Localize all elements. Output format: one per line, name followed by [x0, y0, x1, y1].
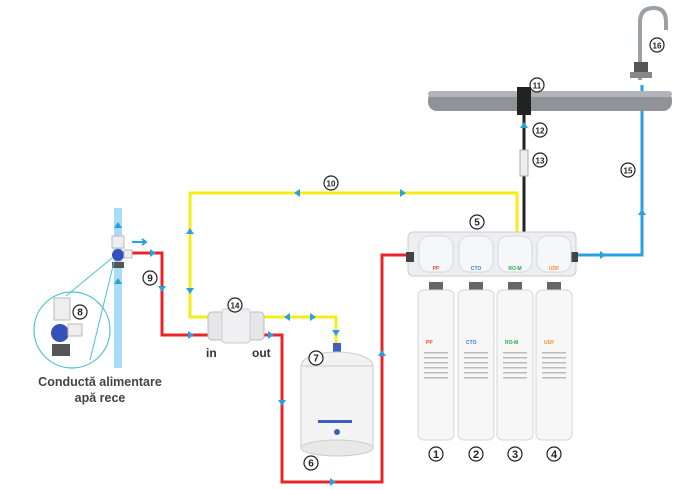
filter-number: 4: [546, 446, 562, 462]
storage-tank: [300, 343, 374, 457]
housing-label: RO-M: [508, 266, 521, 272]
svg-text:1: 1: [433, 449, 439, 461]
filter-cartridge: UDF UDF 4: [535, 235, 573, 462]
svg-text:15: 15: [624, 167, 633, 176]
flow-arrows: [150, 122, 646, 486]
housing-label: CTO: [471, 266, 482, 272]
drain-tube: [188, 191, 519, 319]
faucet-tube: [572, 85, 644, 257]
tank-tube: [262, 315, 338, 345]
callout-housing: 5: [469, 214, 485, 230]
auto-shutoff-valve: [207, 308, 265, 344]
callout-post-filter: 11: [529, 77, 545, 93]
housing-label: PP: [433, 266, 440, 272]
svg-text:13: 13: [536, 157, 545, 166]
callout-flow-restrictor: 13: [532, 152, 548, 168]
filter-number: 2: [468, 446, 484, 462]
svg-text:10: 10: [327, 180, 336, 189]
callout-tank: 6: [303, 455, 319, 471]
callout-faucet: 16: [649, 37, 665, 53]
filter-cartridge: CTO CTO 2: [457, 235, 495, 462]
feed-tube: [130, 251, 210, 337]
callout-feed-tube: 9: [142, 270, 158, 286]
svg-text:14: 14: [231, 302, 240, 311]
post-filter: [428, 87, 672, 115]
svg-text:4: 4: [551, 449, 558, 461]
flow-arrow-icon: [132, 238, 148, 246]
filter-cartridge: PP PP 1: [417, 235, 455, 462]
callout-feed-valve: 8: [72, 304, 88, 320]
svg-text:3: 3: [512, 449, 518, 461]
filter-cartridge: RO-M RO-M 3: [496, 235, 534, 462]
in-label: in: [206, 346, 217, 360]
svg-text:6: 6: [308, 459, 314, 470]
cartridge-label: CTO: [466, 340, 477, 346]
cartridge-label: PP: [426, 340, 433, 346]
cartridge-label: UDF: [544, 340, 554, 346]
out-label: out: [252, 346, 271, 360]
cold-water-pipe: [114, 208, 122, 368]
svg-text:11: 11: [533, 82, 542, 91]
valve-detail-circle: [33, 291, 111, 369]
svg-text:16: 16: [653, 42, 662, 51]
callout-check-valve: 12: [532, 122, 548, 138]
svg-text:12: 12: [536, 127, 545, 136]
caption-line-2: apă rece: [75, 391, 126, 405]
svg-text:7: 7: [313, 354, 319, 365]
feed-valve: [111, 235, 133, 268]
faucet: [630, 5, 668, 80]
housing-label: UDF: [549, 266, 559, 272]
caption-line-1: Conductă alimentare: [38, 375, 162, 389]
flow-restrictor: [519, 149, 529, 177]
svg-text:9: 9: [147, 274, 153, 285]
callout-drain-tube: 10: [323, 175, 339, 191]
cartridge-label: RO-M: [505, 340, 518, 346]
svg-text:2: 2: [473, 449, 479, 461]
callout-faucet-tube: 15: [620, 162, 636, 178]
filter-number: 1: [428, 446, 444, 462]
filter-number: 3: [507, 446, 523, 462]
callout-tank-valve: 7: [308, 350, 324, 366]
valve-detail: [51, 297, 83, 356]
callout-auto-shutoff: 14: [227, 297, 243, 313]
svg-text:8: 8: [77, 308, 83, 319]
svg-text:5: 5: [474, 218, 480, 229]
